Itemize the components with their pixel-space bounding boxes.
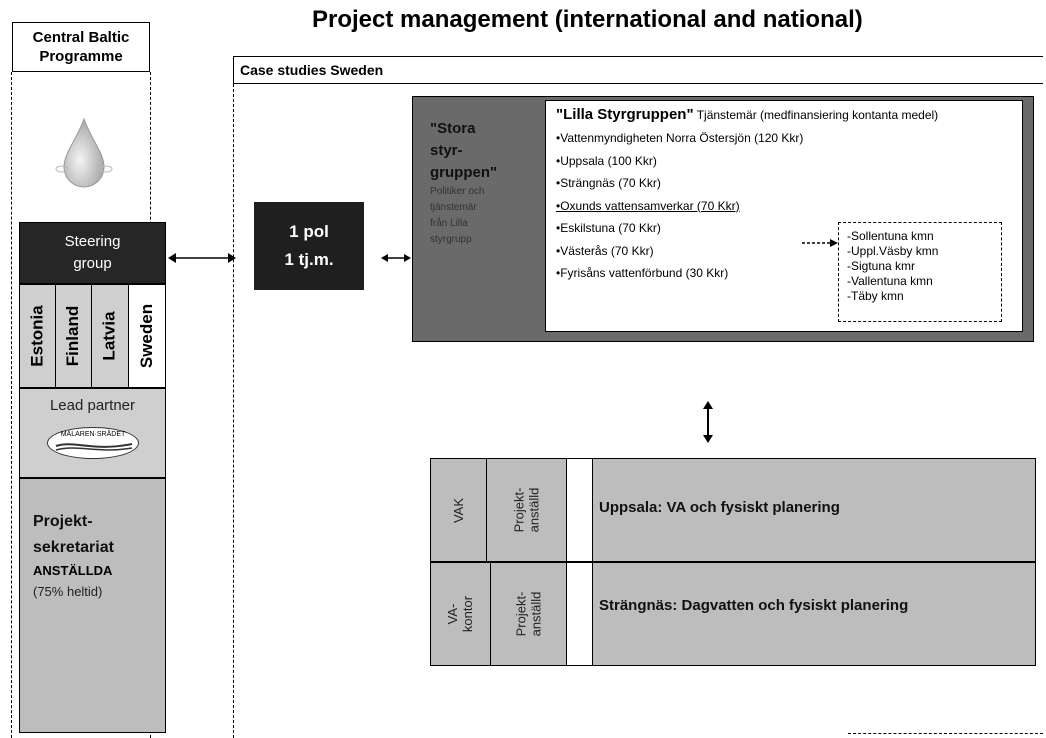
kommun-item: -Sollentuna kmn [847, 229, 934, 243]
row-text: Uppsala: VA och fysiskt planering [599, 499, 840, 516]
country-label: Sweden [137, 303, 156, 369]
country-label: Finland [63, 305, 83, 367]
malardradet-logo: MÄLAREN·SRÅDET [47, 427, 139, 459]
lilla-item: •Västerås (70 Kkr) [556, 243, 654, 258]
double-arrow-icon [168, 253, 236, 263]
country-estonia: Estonia [19, 284, 56, 388]
case-row-strangnas: VA- kontor Projekt- anställd Strängnäs: … [430, 562, 1036, 666]
stora-sub-4: styrgrupp [430, 234, 472, 245]
lilla-item: •Strängnäs (70 Kkr) [556, 176, 661, 190]
pol-box: 1 pol 1 tj.m. [254, 202, 364, 290]
row-cell: Projekt- anställd [491, 563, 567, 665]
row-cell-label: VA- kontor [445, 595, 476, 633]
lilla-item: •Eskilstuna (70 Kkr) [556, 221, 661, 235]
row-cell-label: VAK [451, 497, 466, 523]
row-blank-cell [567, 563, 593, 665]
secretariat-line-2: sekretariat [33, 539, 114, 556]
row-text: Strängnäs: Dagvatten och fysiskt planeri… [599, 597, 909, 614]
stora-styrgruppen-text: "Stora styr- gruppen" Politiker och tjän… [430, 118, 538, 248]
lead-partner: Lead partner MÄLAREN·SRÅDET [19, 388, 166, 478]
pol-line-1: 1 pol [289, 222, 329, 241]
country-finland: Finland [55, 284, 92, 388]
kommun-item: -Vallentuna kmn [847, 274, 933, 288]
row-cell: VAK [431, 459, 487, 561]
country-columns: Estonia Finland Latvia Sweden [19, 284, 166, 388]
row-blank-cell [567, 459, 593, 561]
row-cell: Projekt- anställd [487, 459, 567, 561]
lilla-heading: "Lilla Styrgruppen" Tjänstemär (medfinan… [556, 107, 1012, 123]
country-label: Estonia [27, 305, 47, 367]
lilla-title: "Lilla Styrgruppen" [556, 106, 694, 123]
steering-group: Steering group [19, 222, 166, 284]
water-drop-icon [55, 117, 113, 188]
country-latvia: Latvia [91, 284, 129, 388]
dashed-arrow-icon [802, 239, 838, 247]
case-frame-border-left [233, 84, 234, 738]
lilla-title-rest: Tjänstemär (medfinansiering kontanta med… [696, 108, 939, 122]
case-row-uppsala: VAK Projekt- anställd Uppsala: VA och fy… [430, 458, 1036, 562]
stora-heading-3: gruppen" [430, 164, 498, 181]
pol-line-2: 1 tj.m. [284, 250, 334, 269]
kommuner-box: -Sollentuna kmn -Uppl.Väsby kmn -Sigtuna… [838, 222, 1002, 322]
programme-label-line-1: Central Baltic [32, 29, 130, 46]
kommun-item: -Täby kmn [847, 289, 904, 303]
secretariat-time: (75% heltid) [33, 584, 103, 599]
lilla-item: •Oxunds vattensamverkar (70 Kkr) [556, 198, 740, 213]
wave-icon [55, 443, 133, 451]
row-cell-label: Projekt- anställd [511, 487, 542, 533]
row-cell: VA- kontor [431, 563, 491, 665]
stora-heading-2: styr- [430, 142, 463, 159]
stora-sub-1: Politiker och [430, 186, 485, 197]
vertical-double-arrow-icon [703, 401, 713, 443]
stora-sub-2: tjänstemär [430, 202, 477, 213]
programme-label-line-2: Programme [39, 48, 123, 65]
secretariat-staff: ANSTÄLLDA [33, 563, 113, 578]
country-sweden: Sweden [128, 284, 166, 388]
stora-sub-3: från Lilla [430, 218, 468, 229]
case-studies-header: Case studies Sweden [233, 56, 1043, 84]
kommun-item: -Uppl.Väsby kmn [847, 244, 939, 258]
kommun-item: -Sigtuna kmr [847, 259, 916, 273]
country-label: Latvia [100, 311, 120, 361]
case-studies-label: Case studies Sweden [240, 62, 384, 78]
secretariat-line-1: Projekt- [33, 513, 93, 530]
stora-heading-1: "Stora [430, 120, 476, 137]
steering-group-label: Steering group [64, 233, 121, 272]
lilla-item: •Uppsala (100 Kkr) [556, 153, 657, 168]
page-title: Project management (international and na… [312, 6, 863, 33]
row-cell-label: Projekt- anställd [513, 591, 544, 637]
left-panel-border-left [11, 72, 12, 738]
lilla-item: •Fyrisåns vattenförbund (30 Kkr) [556, 266, 729, 280]
lilla-item: •Vattenmyndigheten Norra Östersjön (120 … [556, 131, 804, 145]
project-secretariat: Projekt- sekretariat ANSTÄLLDA (75% helt… [19, 478, 166, 733]
logo-text: MÄLAREN·SRÅDET [60, 431, 126, 438]
lead-partner-label: Lead partner [49, 397, 136, 414]
double-arrow-icon [381, 254, 411, 262]
case-frame-border-bottom [848, 733, 1043, 734]
